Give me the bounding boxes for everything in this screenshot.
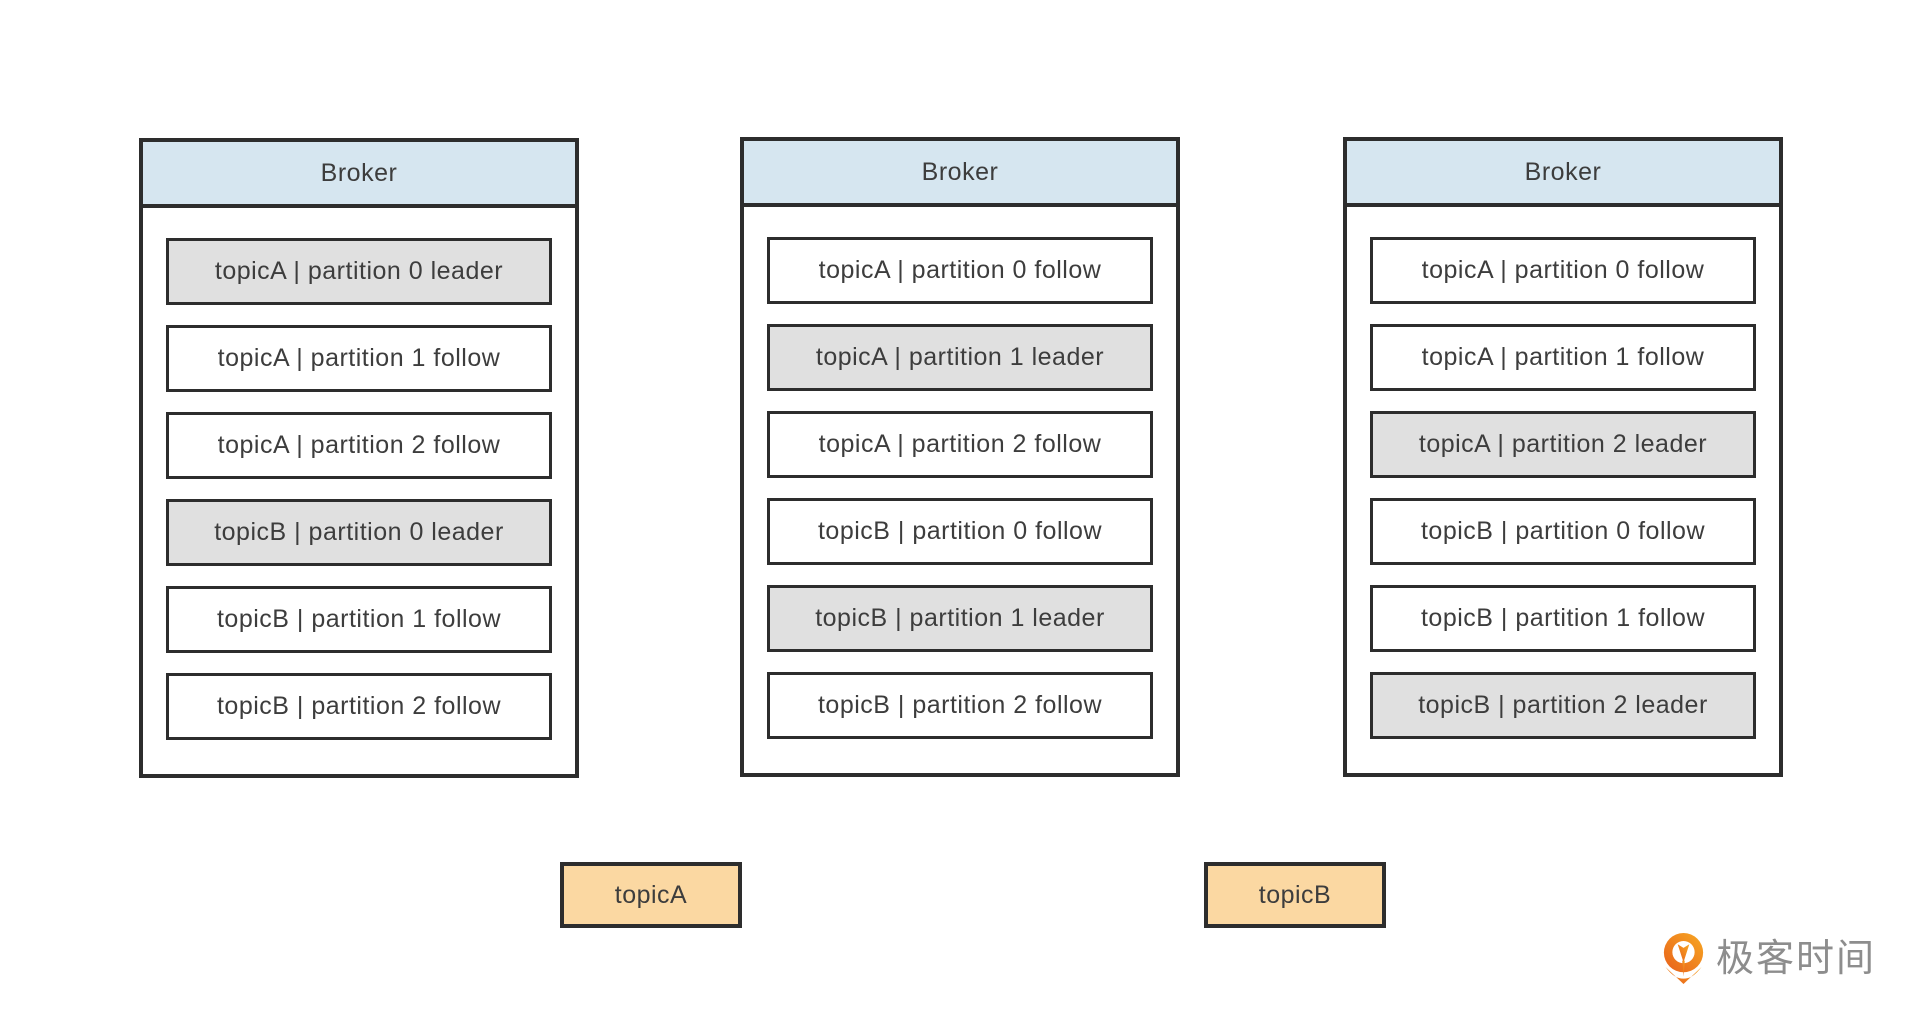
partition-row: topicA | partition 0 follow: [1370, 237, 1756, 304]
broker-box-2: Broker topicA | partition 0 follow topic…: [740, 137, 1180, 777]
partition-row: topicB | partition 1 follow: [1370, 585, 1756, 652]
partition-row: topicB | partition 2 follow: [166, 673, 552, 740]
broker-box-3: Broker topicA | partition 0 follow topic…: [1343, 137, 1783, 777]
topic-label-topicA: topicA: [560, 862, 742, 928]
broker-2-partitions: topicA | partition 0 follow topicA | par…: [744, 207, 1176, 769]
geektime-logo: 极客时间: [1660, 932, 1876, 985]
geektime-pin-icon: [1660, 932, 1707, 985]
partition-row: topicB | partition 0 follow: [767, 498, 1153, 565]
partition-row: topicB | partition 2 follow: [767, 672, 1153, 739]
broker-2-title: Broker: [744, 141, 1176, 207]
partition-row: topicB | partition 0 leader: [166, 499, 552, 566]
partition-row: topicA | partition 1 follow: [166, 325, 552, 392]
broker-1-title: Broker: [143, 142, 575, 208]
partition-row: topicB | partition 0 follow: [1370, 498, 1756, 565]
partition-row: topicB | partition 1 follow: [166, 586, 552, 653]
partition-row: topicB | partition 1 leader: [767, 585, 1153, 652]
broker-1-partitions: topicA | partition 0 leader topicA | par…: [143, 208, 575, 770]
partition-row: topicA | partition 1 leader: [767, 324, 1153, 391]
broker-3-title: Broker: [1347, 141, 1779, 207]
partition-row: topicA | partition 1 follow: [1370, 324, 1756, 391]
broker-3-partitions: topicA | partition 0 follow topicA | par…: [1347, 207, 1779, 769]
topic-label-topicB: topicB: [1204, 862, 1386, 928]
partition-row: topicA | partition 2 follow: [767, 411, 1153, 478]
partition-row: topicA | partition 0 follow: [767, 237, 1153, 304]
partition-row: topicA | partition 0 leader: [166, 238, 552, 305]
partition-row: topicB | partition 2 leader: [1370, 672, 1756, 739]
broker-box-1: Broker topicA | partition 0 leader topic…: [139, 138, 579, 778]
partition-row: topicA | partition 2 leader: [1370, 411, 1756, 478]
partition-row: topicA | partition 2 follow: [166, 412, 552, 479]
geektime-logo-text: 极客时间: [1716, 937, 1877, 980]
